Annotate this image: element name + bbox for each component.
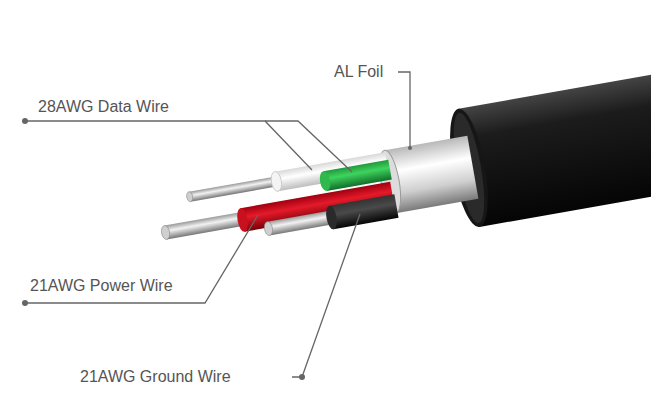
leader-line [398,72,410,148]
part-label: AL Foil [334,63,383,81]
part-label: 21AWG Power Wire [30,277,173,295]
leader-line [265,121,352,172]
leader-line [292,214,360,377]
leader-dot [408,146,412,150]
leader-dot [22,118,28,124]
part-label: 21AWG Ground Wire [80,368,231,386]
part-label: 28AWG Data Wire [38,98,169,116]
leader-dot [299,374,305,380]
leader-line [25,121,312,170]
leader-dot [22,300,28,306]
leader-line [25,215,258,303]
